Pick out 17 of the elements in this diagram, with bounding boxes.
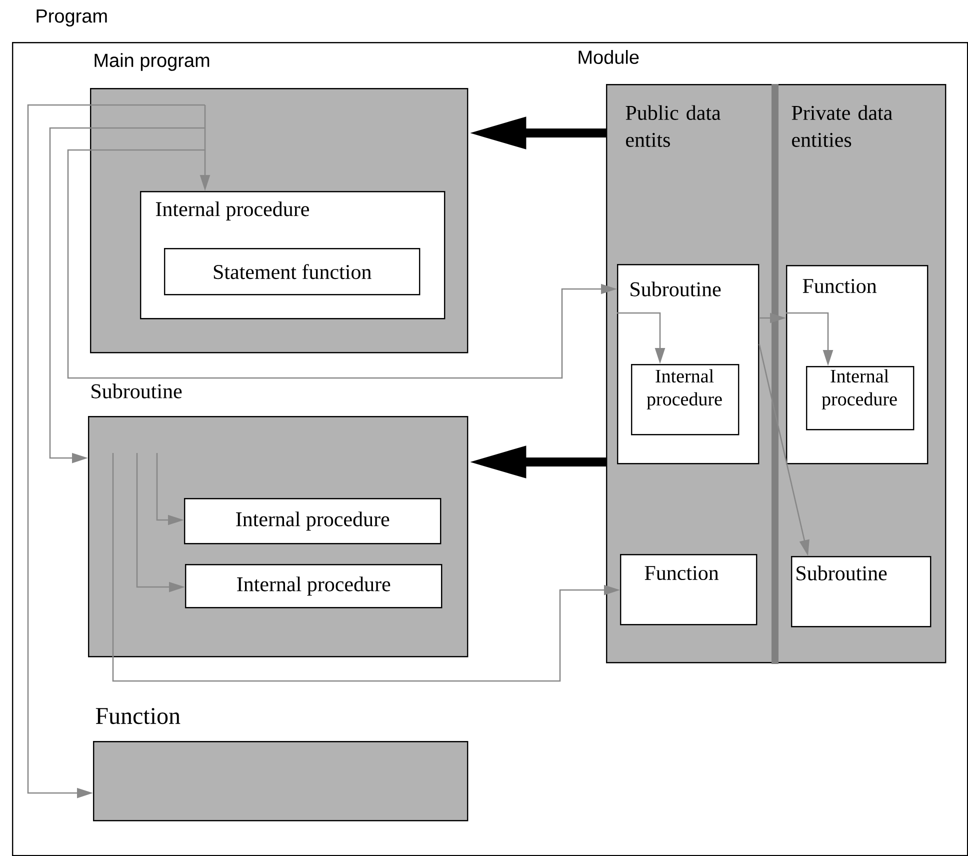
heading: Module: [578, 50, 639, 64]
box-label: Internal procedure: [822, 369, 897, 410]
box-label: Statement function: [214, 264, 372, 280]
box-label: Function: [644, 566, 719, 580]
box-label: Internal procedure: [156, 201, 309, 221]
heading: Main program: [94, 53, 210, 71]
box-label: Subroutine: [630, 282, 721, 296]
box-label: Internal procedure: [646, 369, 722, 410]
box-label: Internal procedure: [237, 576, 390, 596]
heading: Function: [96, 708, 180, 724]
heading: Subroutine: [92, 384, 182, 398]
column-heading: Public data entits: [626, 105, 721, 147]
column-heading: Private data entities: [792, 105, 892, 147]
box-label: Subroutine: [796, 566, 887, 580]
box-label: Internal procedure: [236, 512, 390, 531]
box-label: Function: [802, 278, 877, 294]
heading: Program: [36, 10, 107, 26]
